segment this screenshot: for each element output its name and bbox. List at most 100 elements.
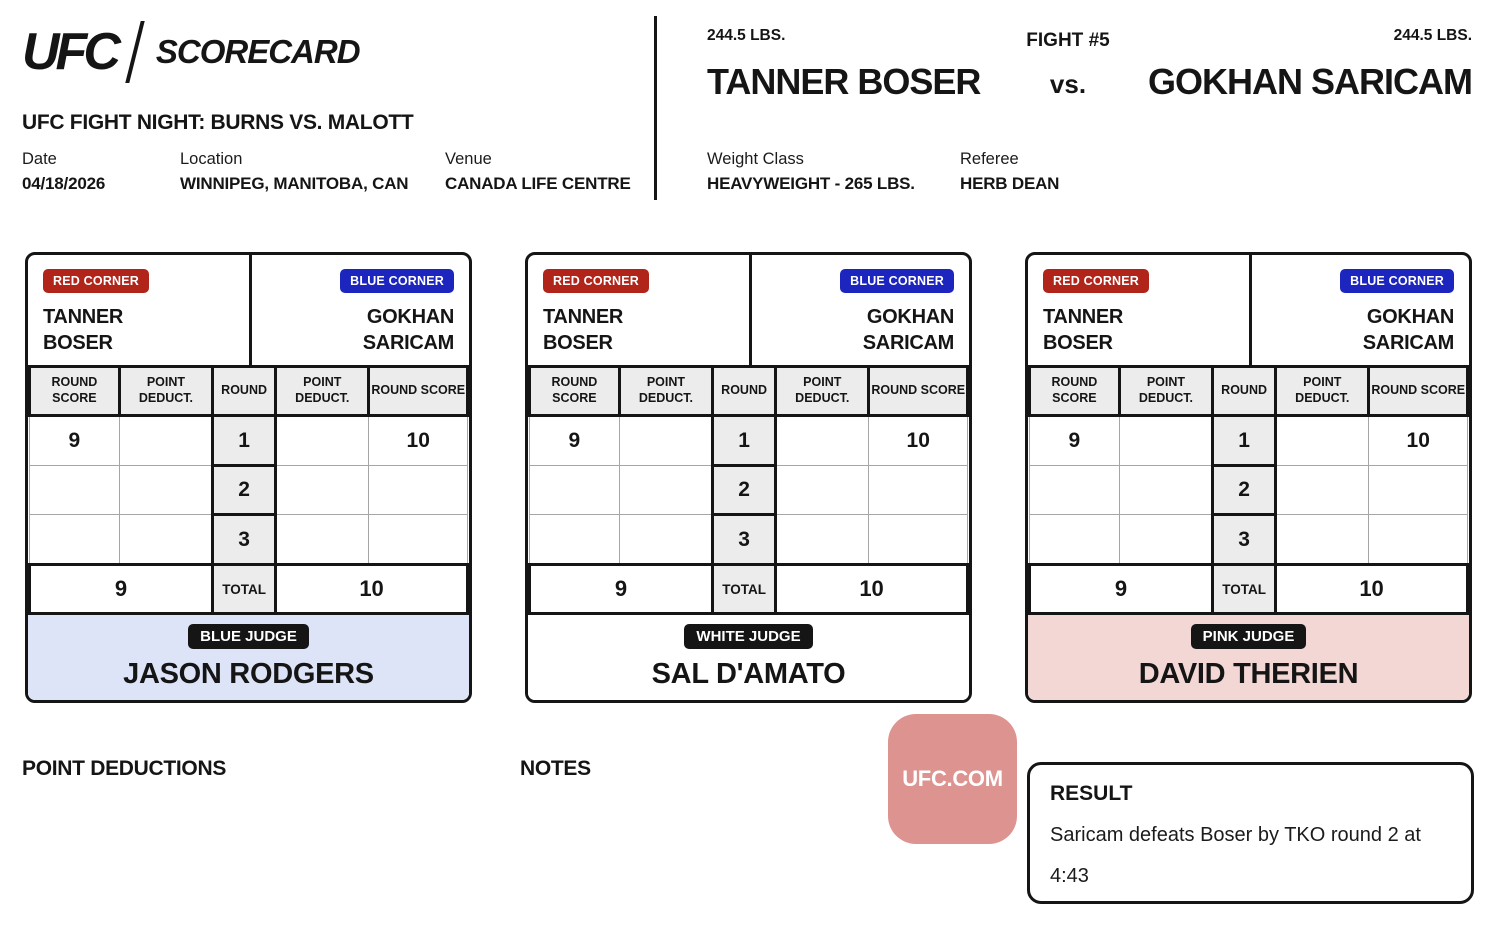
scorecard-header: RED CORNER TANNER BOSER BLUE CORNER GOKH… (1028, 255, 1469, 365)
judge-name: SAL D'AMATO (651, 658, 846, 690)
blue-corner-half: BLUE CORNER GOKHAN SARICAM (248, 255, 470, 365)
judge-scorecard: RED CORNER TANNER BOSER BLUE CORNER GOKH… (525, 252, 972, 703)
judge-scorecard: RED CORNER TANNER BOSER BLUE CORNER GOKH… (25, 252, 472, 703)
col-red-point-deduct: POINT DEDUCT. (1117, 365, 1215, 417)
red-fighter-weight: 244.5 LBS. (707, 27, 786, 44)
event-date: Date 04/18/2026 (22, 150, 105, 194)
scorecard-header: RED CORNER TANNER BOSER BLUE CORNER GOKH… (528, 255, 969, 365)
score-table-header-row: ROUND SCORE POINT DEDUCT. ROUND POINT DE… (28, 365, 469, 417)
blue-point-deduct (1275, 465, 1370, 515)
blue-total-score: 10 (274, 563, 469, 615)
event-title: UFC FIGHT NIGHT: BURNS VS. MALOTT (22, 111, 414, 134)
blue-fighter-headline: GOKHAN SARICAM (1148, 61, 1473, 102)
red-fighter-name: TANNER BOSER (1043, 304, 1123, 356)
blue-point-deduct (275, 514, 370, 565)
red-point-deduct (118, 514, 214, 565)
blue-round-score (868, 514, 968, 565)
red-round-score (29, 514, 120, 565)
blue-point-deduct (275, 465, 370, 515)
result-box: RESULT Saricam defeats Boser by TKO roun… (1027, 762, 1474, 904)
vs-label: vs. (1049, 69, 1087, 99)
red-fighter-first: TANNER (1043, 306, 1124, 328)
referee-label: Referee (960, 150, 1019, 168)
col-round: ROUND (211, 365, 278, 417)
blue-fighter-weight: 244.5 LBS. (1393, 27, 1472, 44)
judge-panel: BLUE JUDGE JASON RODGERS (28, 615, 469, 700)
round-row: 9 1 10 (529, 414, 968, 467)
event-venue: Venue CANADA LIFE CENTRE (445, 150, 631, 194)
red-round-score (29, 465, 120, 515)
col-blue-point-deduct: POINT DEDUCT. (274, 365, 371, 417)
total-label: TOTAL (711, 563, 778, 615)
scorecard-header: RED CORNER TANNER BOSER BLUE CORNER GOKH… (28, 255, 469, 365)
red-corner-badge: RED CORNER (1043, 269, 1150, 293)
red-corner-badge: RED CORNER (43, 269, 150, 293)
fight-number: FIGHT #5 (1026, 30, 1110, 51)
round-number: 1 (1211, 414, 1278, 467)
point-deductions-label: POINT DEDUCTIONS (22, 757, 227, 780)
round-number: 1 (711, 414, 778, 467)
red-point-deduct (1118, 465, 1214, 515)
red-fighter-name: TANNER BOSER (543, 304, 623, 356)
blue-round-score (1368, 465, 1468, 515)
event-location: Location WINNIPEG, MANITOBA, CAN (180, 150, 409, 194)
total-row: 9 TOTAL 10 (28, 563, 469, 615)
notes-label: NOTES (520, 757, 591, 780)
venue-value: CANADA LIFE CENTRE (445, 174, 631, 193)
round-number: 3 (711, 513, 778, 566)
red-fighter-last: BOSER (43, 332, 113, 354)
referee: Referee HERB DEAN (960, 150, 1059, 194)
judge-color-chip: WHITE JUDGE (684, 624, 813, 649)
round-number: 1 (211, 414, 278, 467)
blue-point-deduct (775, 514, 870, 565)
red-fighter-last: BOSER (1043, 332, 1113, 354)
score-table-header-row: ROUND SCORE POINT DEDUCT. ROUND POINT DE… (528, 365, 969, 417)
col-red-point-deduct: POINT DEDUCT. (617, 365, 715, 417)
round-number: 3 (211, 513, 278, 566)
col-blue-round-score: ROUND SCORE (1367, 365, 1469, 417)
red-point-deduct (1118, 514, 1214, 565)
ufc-logo-text: UFC (22, 23, 121, 81)
blue-fighter-first: GOKHAN (366, 306, 454, 328)
col-round: ROUND (711, 365, 778, 417)
blue-round-score: 10 (368, 415, 468, 466)
red-fighter-headline: TANNER BOSER (707, 61, 981, 102)
blue-corner-half: BLUE CORNER GOKHAN SARICAM (748, 255, 970, 365)
red-fighter-name: TANNER BOSER (43, 304, 123, 356)
blue-corner-half: BLUE CORNER GOKHAN SARICAM (1248, 255, 1470, 365)
ufc-scorecard-logo: UFC SCORECARD (22, 16, 361, 88)
judge-name: DAVID THERIEN (1138, 658, 1359, 690)
score-table: ROUND SCORE POINT DEDUCT. ROUND POINT DE… (1028, 365, 1469, 615)
scorecards: RED CORNER TANNER BOSER BLUE CORNER GOKH… (25, 252, 1472, 703)
date-label: Date (22, 150, 57, 168)
col-blue-point-deduct: POINT DEDUCT. (774, 365, 871, 417)
red-corner-half: RED CORNER TANNER BOSER (528, 255, 749, 365)
ufc-com-label: UFC.COM (902, 766, 1003, 791)
location-value: WINNIPEG, MANITOBA, CAN (180, 174, 409, 193)
red-fighter-first: TANNER (543, 306, 624, 328)
col-round: ROUND (1211, 365, 1278, 417)
blue-fighter-name: GOKHAN SARICAM (363, 304, 455, 356)
red-round-score (1029, 465, 1120, 515)
date-value: 04/18/2026 (22, 174, 106, 193)
blue-corner-badge: BLUE CORNER (340, 269, 454, 293)
blue-fighter-last: SARICAM (1362, 332, 1455, 354)
blue-corner-badge: BLUE CORNER (840, 269, 954, 293)
col-red-round-score: ROUND SCORE (528, 365, 621, 417)
col-blue-point-deduct: POINT DEDUCT. (1274, 365, 1371, 417)
logo-slash-icon (125, 21, 145, 83)
col-blue-round-score: ROUND SCORE (367, 365, 469, 417)
red-point-deduct (118, 415, 214, 466)
col-blue-round-score: ROUND SCORE (867, 365, 969, 417)
red-total-score: 9 (1028, 563, 1215, 615)
blue-fighter-last: SARICAM (862, 332, 955, 354)
red-point-deduct (1118, 415, 1214, 466)
red-point-deduct (618, 465, 714, 515)
red-total-score: 9 (28, 563, 215, 615)
red-round-score: 9 (529, 415, 620, 466)
round-number: 3 (1211, 513, 1278, 566)
total-label: TOTAL (1211, 563, 1278, 615)
red-corner-half: RED CORNER TANNER BOSER (28, 255, 249, 365)
location-label: Location (180, 150, 243, 168)
